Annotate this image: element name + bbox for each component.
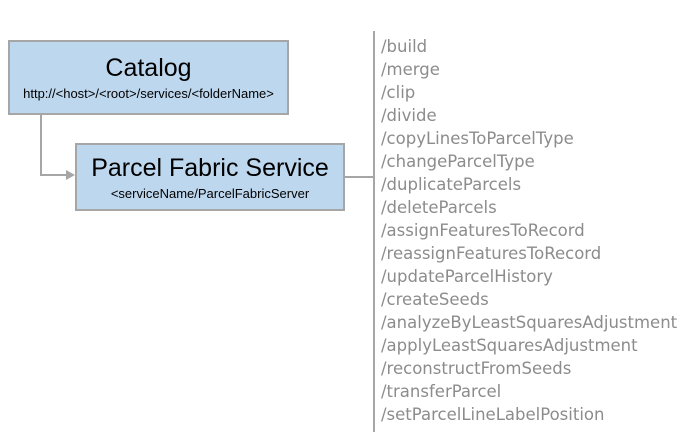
catalog-title: Catalog xyxy=(105,54,192,82)
operation-item: /applyLeastSquaresAdjustment xyxy=(381,336,638,355)
operation-item: /reconstructFromSeeds xyxy=(381,359,572,378)
operations-list: /build/merge/clip/divide/copyLinesToParc… xyxy=(381,35,690,426)
operation-item: /merge xyxy=(381,60,440,79)
operation-item: /duplicateParcels xyxy=(381,175,522,194)
operation-item: /setParcelLineLabelPosition xyxy=(381,405,605,424)
service-url-pattern: <serviceName/ParcelFabricServer xyxy=(110,185,310,201)
operation-item: /deleteParcels xyxy=(381,198,497,217)
catalog-url-pattern: http://<host>/<root>/services/<folderNam… xyxy=(23,86,274,101)
operation-item: /clip xyxy=(381,83,416,102)
connector-service-horizontal-line xyxy=(345,176,373,178)
connector-catalog-vertical-line xyxy=(40,115,42,176)
connector-catalog-horizontal-line xyxy=(40,174,67,176)
operation-item: /analyzeByLeastSquaresAdjustment xyxy=(381,313,678,332)
operation-item: /changeParcelType xyxy=(381,152,535,171)
operations-spine-line xyxy=(373,31,375,432)
operation-item: /reassignFeaturesToRecord xyxy=(381,244,602,263)
connector-arrowhead-icon xyxy=(66,170,75,180)
operation-item: /updateParcelHistory xyxy=(381,267,553,286)
operation-item: /divide xyxy=(381,106,437,125)
service-title: Parcel Fabric Service xyxy=(91,153,329,182)
operation-item: /build xyxy=(381,37,428,56)
operation-item: /copyLinesToParcelType xyxy=(381,129,574,148)
operation-item: /transferParcel xyxy=(381,382,502,401)
operation-item: /assignFeaturesToRecord xyxy=(381,221,585,240)
parcel-fabric-service-node-box: Parcel Fabric Service <serviceName/Parce… xyxy=(75,143,345,211)
catalog-node-box: Catalog http://<host>/<root>/services/<f… xyxy=(8,40,289,115)
operation-item: /createSeeds xyxy=(381,290,489,309)
